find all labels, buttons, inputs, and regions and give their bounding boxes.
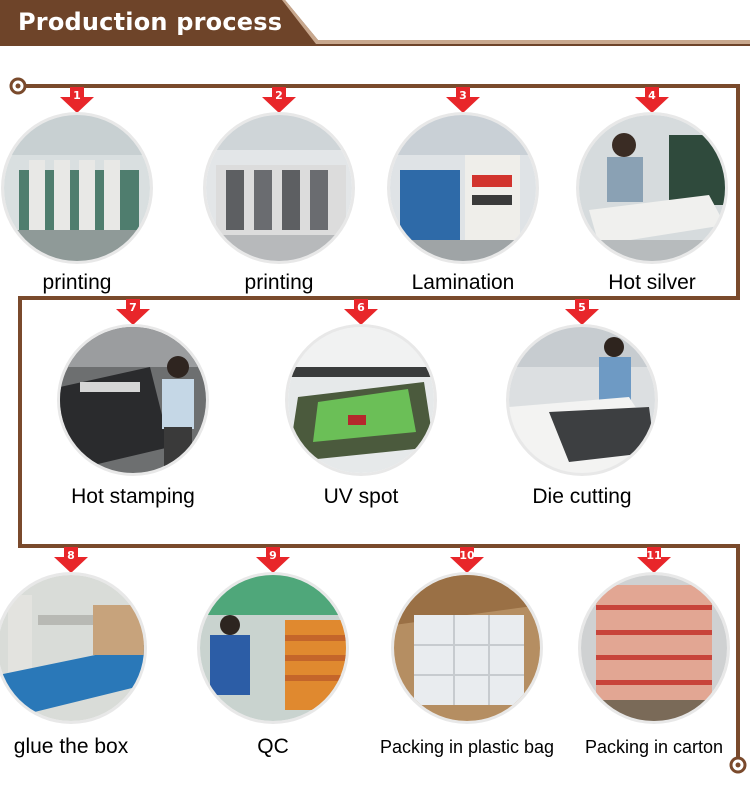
step-number-badge: 3 (446, 87, 480, 113)
step-9: 9 QC (188, 547, 358, 758)
step-number-badge: 1 (60, 87, 94, 113)
step-7: 7 Hot stamping (48, 299, 218, 508)
step-number-badge: 7 (116, 299, 150, 325)
step-number-badge: 8 (54, 547, 88, 573)
carton-packing-photo (581, 575, 727, 721)
step-number-badge: 4 (635, 87, 669, 113)
page-title: Production process (18, 8, 283, 36)
lamination-machine-photo (390, 115, 536, 261)
hot-silver-photo (579, 115, 725, 261)
step-number-badge: 5 (565, 299, 599, 325)
step-label: glue the box (13, 735, 129, 758)
step-label: Packing in carton (584, 737, 724, 757)
hot-stamping-photo (60, 327, 206, 473)
uv-spot-photo (288, 327, 434, 473)
printing-press-photo (206, 115, 352, 261)
printing-press-photo (4, 115, 150, 261)
step-4: 4 Hot silver (567, 87, 737, 294)
step-number-badge: 6 (344, 299, 378, 325)
step-label: Hot silver (608, 271, 696, 294)
step-label: Hot stamping (71, 485, 195, 508)
quality-check-photo (200, 575, 346, 721)
step-label: QC (257, 735, 289, 758)
step-number-badge: 11 (637, 547, 671, 573)
step-label: UV spot (323, 485, 399, 508)
step-11: 11 Packing in carton (569, 547, 739, 757)
step-label: Die cutting (532, 485, 632, 508)
step-label: printing (42, 271, 112, 294)
step-number-badge: 2 (262, 87, 296, 113)
step-3: 3 Lamination (378, 87, 548, 294)
step-8: 8 glue the box (0, 547, 156, 758)
step-6: 6 UV spot (276, 299, 446, 508)
gluing-machine-photo (0, 575, 144, 721)
step-5: 5 Die cutting (497, 299, 667, 508)
step-label: printing (244, 271, 314, 294)
plastic-bag-packing-photo (394, 575, 540, 721)
step-label: Lamination (411, 271, 515, 294)
step-1: 1 printing (0, 87, 162, 294)
step-label: Packing in plastic bag (379, 737, 555, 757)
die-cutting-photo (509, 327, 655, 473)
step-number-badge: 9 (256, 547, 290, 573)
header-band (0, 0, 750, 46)
step-number-badge: 10 (450, 547, 484, 573)
step-10: 10 Packing in plastic bag (380, 547, 554, 757)
step-2: 2 printing (194, 87, 364, 294)
